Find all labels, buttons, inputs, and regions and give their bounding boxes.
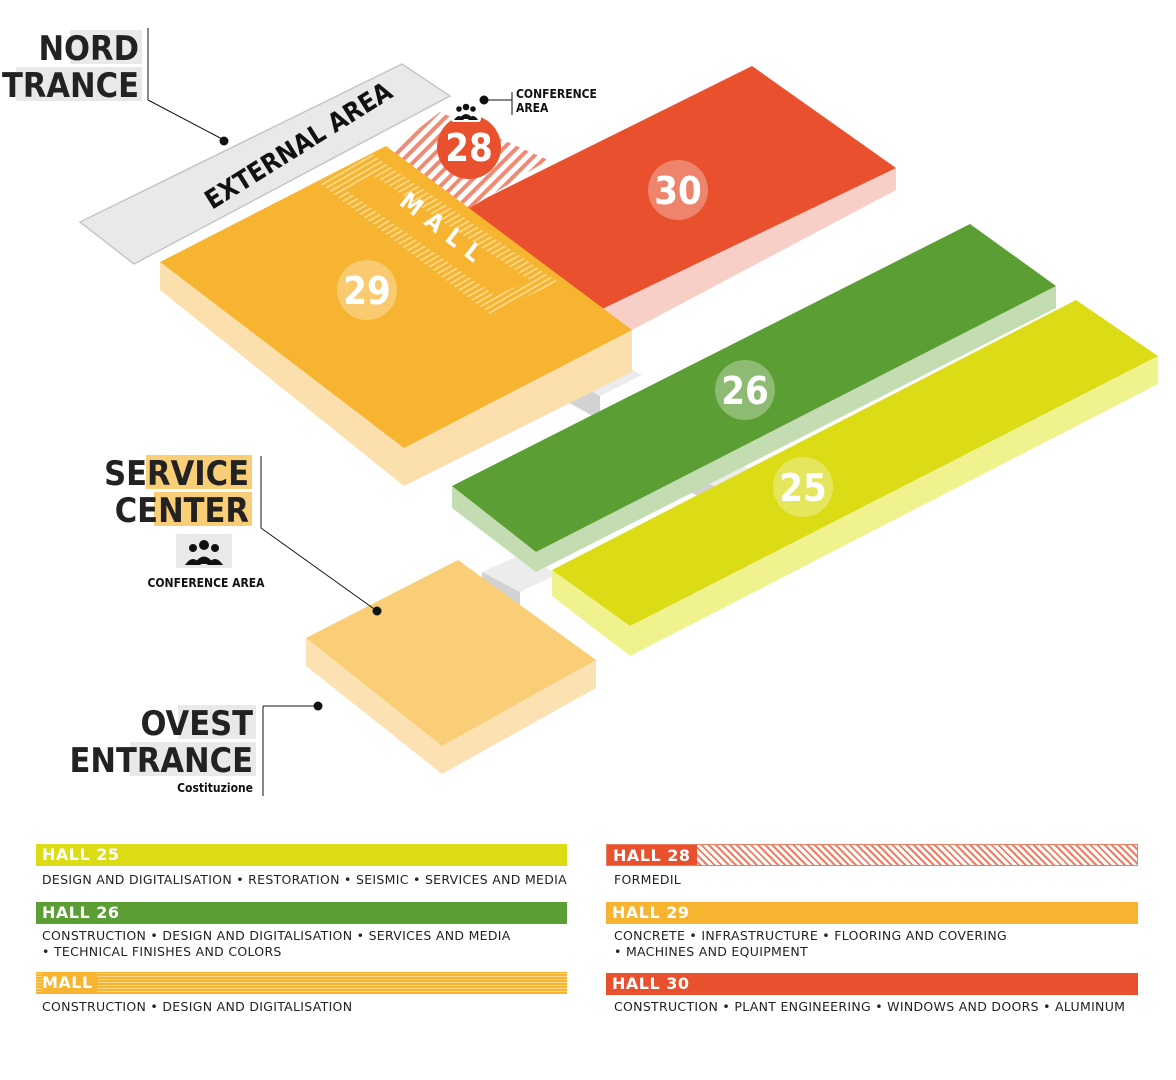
conference-icon-top [451,100,481,122]
service-center-side-left [306,638,442,774]
legend-mall-desc: CONSTRUCTION • DESIGN AND DIGITALISATION [42,999,352,1015]
legend-hall-28-desc: FORMEDIL [614,872,681,888]
legend-hall-30-desc: CONSTRUCTION • PLANT ENGINEERING • WINDO… [614,999,1125,1015]
external-area[interactable] [78,63,452,265]
legend-hall-26-title: HALL 26 [42,903,120,922]
legend-hall-28-bar: HALL 28 [606,844,1138,866]
legend-hall-28-title: HALL 28 [613,846,691,865]
hall-29-side-right [404,330,632,486]
legend-mall-title: MALL [42,973,97,992]
conference-area-top-1: CONFERENCE [516,87,597,101]
legend-hall-25-desc: DESIGN AND DIGITALISATION • RESTORATION … [42,872,567,888]
hall-25-side-left [552,570,630,656]
hall-26[interactable] [452,224,1056,552]
legend-hall-30-bar: HALL 30 [606,973,1138,995]
legend-hall-26-desc-line: • TECHNICAL FINISHES AND COLORS [42,944,282,959]
svg-text:29: 29 [343,269,391,313]
legend-hall-26-desc-line: CONSTRUCTION • DESIGN AND DIGITALISATION… [42,928,511,943]
hall-26-badge: 26 [715,360,775,420]
hall-26-side [452,486,536,572]
hall-28-badge: 28 [437,115,501,179]
legend-hall-30-desc-line: CONSTRUCTION • PLANT ENGINEERING • WINDO… [614,999,1126,1014]
service-center-label-2: CENTER [115,491,249,531]
svg-text:25: 25 [779,466,827,510]
connector-sc-25 [482,555,558,592]
legend-hall-25-bar: HALL 25 [36,844,567,866]
legend-hall-29-title: HALL 29 [612,903,690,922]
hall-29[interactable] [160,146,632,448]
legend-hall-29-bar: HALL 29 [606,902,1138,924]
service-center-side-right [442,660,596,774]
legend-hall-26-bar: HALL 26 [36,902,567,924]
svg-text:26: 26 [721,369,769,413]
ovest-entrance-label-1: OVEST [140,704,253,744]
hall-25-side-right [630,356,1158,656]
conference-area-top-2: AREA [516,101,549,115]
legend-hall-29-desc-line: CONCRETE • INFRASTRUCTURE • FLOORING AND… [614,928,1008,943]
nord-entrance-label-1: NORD [38,29,139,69]
hall-25-badge: 25 [773,457,833,517]
ovest-entrance-sub: Costituzione [177,781,253,795]
hall-30-side [596,168,896,330]
legend-hall-29-desc: CONCRETE • INFRASTRUCTURE • FLOORING AND… [614,928,1007,960]
svg-text:30: 30 [654,169,702,213]
hall-30-badge: 30 [648,160,708,220]
legend-hall-29-desc-line: • MACHINES AND EQUIPMENT [614,944,808,959]
legend-hall-30-title: HALL 30 [612,974,690,993]
legend-hall-28-desc-line: FORMEDIL [614,872,682,887]
hall-25[interactable] [552,300,1158,626]
service-center-block[interactable] [306,560,596,746]
exhibition-map: EXTERNAL AREA MALL 29 30 26 [0,28,1158,796]
legend-mall-bar: MALL [36,972,567,994]
legend-hall-25-desc-line: DESIGN AND DIGITALISATION • RESTORATION … [42,872,567,887]
service-center-label-1: SERVICE [104,454,249,494]
legend-hall-26-desc: CONSTRUCTION • DESIGN AND DIGITALISATION… [42,928,511,960]
hall-30[interactable] [466,66,896,312]
ovest-entrance-label-2: ENTRANCE [69,741,253,781]
legend-mall-desc-line: CONSTRUCTION • DESIGN AND DIGITALISATION [42,999,353,1014]
conference-icon [176,534,232,568]
legend-hall-25-title: HALL 25 [42,845,120,864]
hall-29-badge: 29 [337,260,397,320]
conference-area-label: CONFERENCE AREA [147,576,265,590]
nord-entrance-label-2: ENTRANCE [0,66,139,106]
svg-text:28: 28 [445,126,493,170]
